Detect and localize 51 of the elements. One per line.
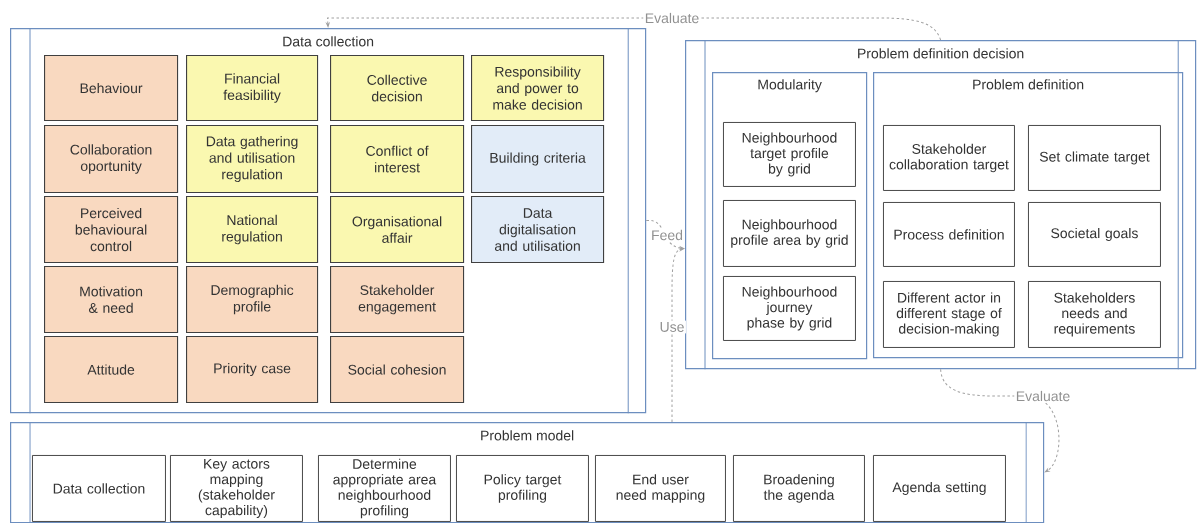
connector-arrow <box>326 17 942 41</box>
edge-label: Evaluate <box>1014 389 1072 403</box>
text-box: Stakeholder collaboration target <box>883 125 1015 191</box>
text-box: End user need mapping <box>595 455 726 522</box>
card: Demographic profile <box>186 266 319 334</box>
edge-label: Evaluate <box>643 11 701 25</box>
swimlane-container <box>10 28 647 414</box>
card: Financial feasibility <box>186 55 319 122</box>
text-box: Agenda setting <box>873 455 1006 522</box>
card: Priority case <box>186 336 319 404</box>
text-box: Different actor in different stage of decision-making <box>883 281 1015 348</box>
card: Responsibility and power to make decision <box>471 55 605 122</box>
connector-arrow <box>671 247 685 423</box>
text-box: Neighbourhood target profile by grid <box>723 122 856 187</box>
card: Data gathering and utilisation regulation <box>186 125 319 194</box>
text-box: Policy target profiling <box>456 455 589 522</box>
card: Stakeholder engagement <box>330 266 465 334</box>
text-box: Key actors mapping (stakeholder capability) <box>170 455 303 522</box>
card: Attitude <box>44 336 179 404</box>
swimlane-container <box>685 40 1197 370</box>
container-title: Problem model <box>481 430 574 441</box>
group-title: Problem definition <box>973 79 1084 90</box>
card: Social cohesion <box>330 336 465 404</box>
card: Organisational affair <box>330 196 465 264</box>
text-box: Neighbourhood journey phase by grid <box>723 276 856 341</box>
text-box: Stakeholders needs and requirements <box>1028 281 1161 348</box>
card: Motivation & need <box>44 266 179 334</box>
card: Perceived behavioural control <box>44 196 179 264</box>
text-box: Set climate target <box>1028 125 1161 191</box>
group-box <box>873 72 1184 359</box>
card: Conflict of interest <box>330 125 465 194</box>
text-box: Neighbourhood profile area by grid <box>723 200 856 267</box>
swimlane-container <box>10 422 1045 523</box>
group-title: Modularity <box>758 79 822 93</box>
card: National regulation <box>186 196 319 264</box>
text-box: Broadening the agenda <box>733 455 865 522</box>
card: Collaboration oportunity <box>44 125 179 194</box>
text-box: Determine appropriate area neighbourhood profiling <box>318 455 451 522</box>
connector-arrow <box>940 368 1060 473</box>
card: Building criteria <box>471 125 605 194</box>
edge-label: Feed <box>649 228 685 242</box>
card: Collective decision <box>330 55 465 122</box>
text-box: Societal goals <box>1028 202 1161 267</box>
group-box <box>712 72 868 360</box>
text-box: Data collection <box>32 455 166 522</box>
card: Behaviour <box>44 55 179 122</box>
edge-label: Use <box>658 320 686 334</box>
container-title: Data collection <box>283 36 374 47</box>
text-box: Process definition <box>883 202 1015 267</box>
container-title: Problem definition decision <box>858 48 1024 59</box>
card: Data digitalisation and utilisation <box>471 196 605 264</box>
